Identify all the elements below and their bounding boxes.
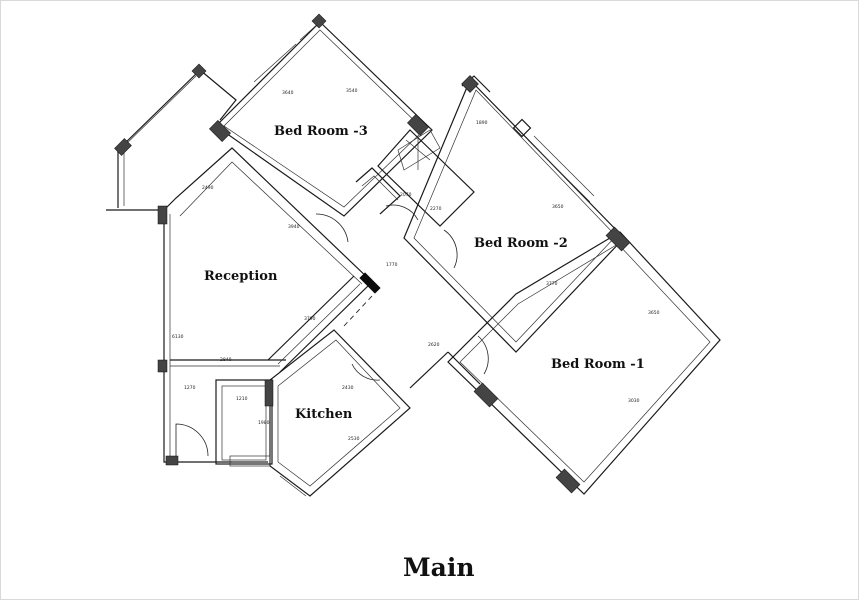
- dim-label: 2070: [400, 192, 412, 198]
- dim-label: 3030: [628, 398, 640, 404]
- bedroom-2-walls: [403, 75, 625, 353]
- room-labels: Bed Room -3 Bed Room -2 Bed Room -1 Rece…: [204, 124, 645, 422]
- store-walls: [175, 379, 273, 467]
- dim-label: 6130: [172, 334, 184, 340]
- dim-label: 2620: [428, 342, 440, 348]
- dim-label: 1210: [236, 396, 248, 402]
- room-label-bed-room-2: Bed Room -2: [474, 236, 568, 251]
- room-label-bed-room-3: Bed Room -3: [274, 124, 368, 139]
- dim-label: 3940: [288, 224, 300, 230]
- reception-walls: [163, 147, 373, 463]
- dim-label: 3650: [648, 310, 660, 316]
- dim-label: 3650: [552, 204, 564, 210]
- dim-label: 2490: [202, 185, 214, 191]
- dim-label: 1980: [258, 420, 270, 426]
- dimension-labels: 3640 3540 2490 3940 3790 1270 2840 6130 …: [172, 88, 660, 442]
- dim-label: 3790: [304, 316, 316, 322]
- dim-label: 2430: [342, 385, 354, 391]
- kitchen-walls: [269, 329, 411, 497]
- drawing-title: Main: [403, 553, 475, 582]
- bedroom-1-walls: [447, 231, 721, 495]
- columns: [114, 13, 631, 494]
- corridor: [315, 204, 489, 389]
- dim-label: 2270: [430, 206, 442, 212]
- dim-label: 1770: [386, 262, 398, 268]
- bedroom-3-walls: [215, 21, 433, 217]
- dim-label: 1270: [184, 385, 196, 391]
- dim-label: 3540: [346, 88, 358, 94]
- room-label-bed-room-1: Bed Room -1: [551, 357, 645, 372]
- dim-label: 2530: [348, 436, 360, 442]
- dim-label: 3770: [546, 281, 558, 287]
- dim-label: 1890: [476, 120, 488, 126]
- room-label-reception: Reception: [204, 269, 278, 284]
- room-label-kitchen: Kitchen: [295, 407, 353, 422]
- bathroom-walls: [355, 129, 475, 227]
- dim-label: 3640: [282, 90, 294, 96]
- dim-label: 2840: [220, 357, 232, 363]
